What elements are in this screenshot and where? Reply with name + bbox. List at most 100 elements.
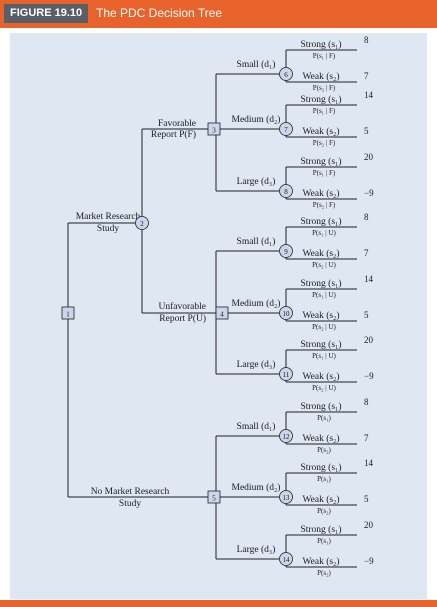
state-chance-node-label: 8 <box>284 188 288 196</box>
state-chance-node <box>279 67 293 81</box>
decision-label: Medium (d₂) <box>232 482 281 493</box>
strong-payoff: 20 <box>364 152 374 162</box>
strong-state-label: Strong (s₁) <box>300 401 341 412</box>
weak-state-label: Weak (s₂) <box>302 188 339 199</box>
weak-payoff: −9 <box>364 556 374 566</box>
no-study-decision-node <box>207 490 221 504</box>
no-study-label: Study <box>119 499 141 509</box>
weak-probability: P(s₂ | U) <box>312 261 336 269</box>
decision-label: Medium (d₂) <box>232 298 281 309</box>
strong-probability: P(s₁ | U) <box>312 352 336 360</box>
no-study-decision-node-label: 5 <box>212 495 216 503</box>
weak-state-label: Weak (s₂) <box>302 494 339 505</box>
favorable-decision-node-label: 3 <box>212 127 216 135</box>
decision-label: Large (d₃) <box>237 359 276 370</box>
unfavorable-decision-node-label: 4 <box>220 311 224 319</box>
strong-state-label: Strong (s₁) <box>300 278 341 289</box>
state-chance-node <box>279 122 293 136</box>
figure-title: The PDC Decision Tree <box>96 6 223 20</box>
state-chance-node <box>279 490 293 504</box>
strong-probability: P(s₁ | F) <box>313 169 336 177</box>
strong-probability: P(s₁) <box>317 537 331 545</box>
strong-state-label: Strong (s₁) <box>300 156 341 167</box>
weak-payoff: −9 <box>364 371 374 381</box>
weak-probability: P(s₂) <box>317 507 331 515</box>
favorable-label: Report P(F) <box>151 129 196 140</box>
strong-state-label: Strong (s₁) <box>300 339 341 350</box>
weak-payoff: 5 <box>364 494 369 504</box>
strong-payoff: 14 <box>364 458 374 468</box>
decision-label: Small (d₁) <box>237 59 276 70</box>
weak-probability: P(s₂ | F) <box>313 201 336 209</box>
no-study-label: No Market Research <box>91 487 170 497</box>
state-chance-node <box>279 306 293 320</box>
weak-probability: P(s₂) <box>317 569 331 577</box>
strong-probability: P(s₁ | U) <box>312 229 336 237</box>
study-branch-label: Study <box>97 224 119 234</box>
state-chance-node-label: 12 <box>283 433 291 441</box>
strong-payoff: 8 <box>364 397 369 407</box>
strong-state-label: Strong (s₁) <box>300 462 341 473</box>
state-chance-node-label: 11 <box>283 371 290 379</box>
weak-state-label: Weak (s₂) <box>302 556 339 567</box>
strong-payoff: 14 <box>364 274 374 284</box>
weak-probability: P(s₂ | F) <box>313 84 336 92</box>
state-chance-node <box>279 367 293 381</box>
strong-state-label: Strong (s₁) <box>300 216 341 227</box>
study-chance-node <box>135 216 149 230</box>
unfavorable-decision-node <box>215 306 229 320</box>
strong-probability: P(s₁ | F) <box>313 107 336 115</box>
weak-payoff: 7 <box>364 71 369 81</box>
weak-state-label: Weak (s₂) <box>302 248 339 259</box>
strong-payoff: 20 <box>364 335 374 345</box>
strong-probability: P(s₁) <box>317 475 331 483</box>
state-chance-node-label: 10 <box>283 310 291 318</box>
state-chance-node-label: 14 <box>283 556 291 564</box>
strong-state-label: Strong (s₁) <box>300 94 341 105</box>
decision-label: Small (d₁) <box>237 421 276 432</box>
weak-state-label: Weak (s₂) <box>302 126 339 137</box>
favorable-label: Favorable <box>158 119 196 129</box>
unfavorable-label: Unfavorable <box>159 301 206 312</box>
weak-payoff: −9 <box>364 188 374 198</box>
state-chance-node-label: 13 <box>283 494 291 502</box>
state-chance-node <box>279 552 293 566</box>
decision-label: Large (d₃) <box>237 544 276 555</box>
state-chance-node-label: 7 <box>284 126 288 134</box>
strong-probability: P(s₁ | F) <box>313 52 336 60</box>
weak-probability: P(s₂) <box>317 446 331 454</box>
state-chance-node-label: 6 <box>284 71 288 79</box>
weak-probability: P(s₂ | U) <box>312 384 336 392</box>
state-chance-node <box>279 184 293 198</box>
favorable-decision-node <box>207 122 221 136</box>
decision-label: Large (d₃) <box>237 176 276 187</box>
figure-header: FIGURE 19.10 The PDC Decision Tree <box>0 0 437 28</box>
strong-probability: P(s₁ | U) <box>312 291 336 299</box>
state-chance-node-label: 9 <box>284 248 288 256</box>
weak-state-label: Weak (s₂) <box>302 433 339 444</box>
strong-probability: P(s₁) <box>317 414 331 422</box>
strong-state-label: Strong (s₁) <box>300 524 341 535</box>
decision-label: Small (d₁) <box>237 236 276 247</box>
decision-label: Medium (d₂) <box>232 114 281 125</box>
weak-payoff: 7 <box>364 248 369 258</box>
strong-state-label: Strong (s₁) <box>300 39 341 50</box>
root-decision-node <box>61 306 75 320</box>
study-chance-node-label: 2 <box>140 220 144 228</box>
strong-payoff: 20 <box>364 520 374 530</box>
figure-number: FIGURE 19.10 <box>4 4 89 23</box>
strong-payoff: 8 <box>364 212 369 222</box>
unfavorable-label: Report P(U) <box>159 313 206 324</box>
weak-state-label: Weak (s₂) <box>302 310 339 321</box>
weak-payoff: 5 <box>364 126 369 136</box>
root-decision-node-label: 1 <box>66 311 70 319</box>
weak-state-label: Weak (s₂) <box>302 371 339 382</box>
strong-payoff: 14 <box>364 90 374 100</box>
weak-payoff: 5 <box>364 310 369 320</box>
weak-probability: P(s₂ | U) <box>312 323 336 331</box>
state-chance-node <box>279 244 293 258</box>
weak-probability: P(s₂ | F) <box>313 139 336 147</box>
